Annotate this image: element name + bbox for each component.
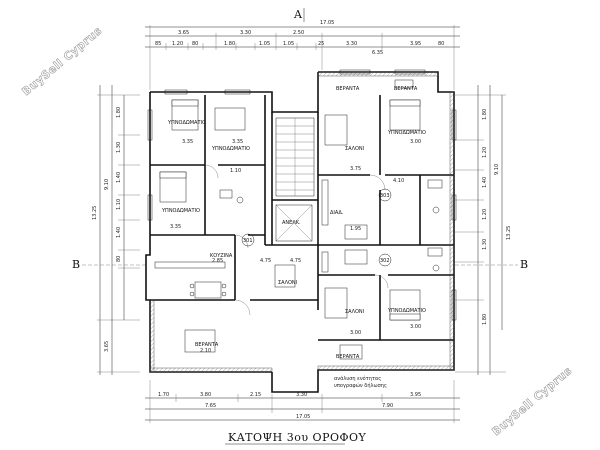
- room-bed-tl: ΥΠΝΟΔΩΜΑΤΙΟ: [167, 120, 206, 126]
- watermark-bottom-right: BuySell Cyprus: [490, 364, 575, 438]
- room-living-br: ΣΑΛΟΝΙ: [345, 309, 364, 315]
- top-sub-6: 1.05: [283, 41, 294, 47]
- top-sub-3: 80: [192, 41, 198, 47]
- right-dim-4: 1.20: [482, 209, 488, 220]
- stair-note: ανάλυση ενότητας υπογραφών δήλωσης: [334, 375, 387, 389]
- room-dim-1: 3.35: [182, 139, 193, 145]
- left-dim-2: 1.30: [116, 142, 122, 153]
- bottom-dim-1: 1.70: [158, 392, 169, 398]
- room-bed-tr: ΥΠΝΟΔΩΜΑΤΙΟ: [387, 130, 426, 136]
- left-dim-7: 3.65: [104, 341, 110, 352]
- section-mark-b-left: B: [72, 258, 80, 271]
- bottom-dimensions: 1.70 3.80 2.15 3.30 3.95 7.65 7.90 17.05: [145, 380, 460, 423]
- left-total-1: 9.10: [104, 179, 110, 190]
- top-sub-5: 1.05: [259, 41, 270, 47]
- top-dim-5: 3.95: [410, 41, 421, 47]
- balconies: [149, 71, 455, 373]
- furniture: [154, 79, 443, 360]
- drawing-title: ΚΑΤΟΨΗ 3ου ΟΡΟΦΟΥ: [228, 431, 367, 444]
- room-dim-5: 3.00: [410, 139, 421, 145]
- top-sub-7: 25: [318, 41, 324, 47]
- left-total-2: 13.25: [92, 206, 98, 220]
- room-lift: ΑΝΕΛΚ.: [282, 220, 301, 226]
- room-living-l: ΣΑΛΟΝΙ: [278, 280, 297, 286]
- right-dim-6: 1.80: [482, 314, 488, 325]
- top-dim-4: 3.30: [346, 41, 357, 47]
- room-dim-8: 3.00: [350, 330, 361, 336]
- top-sub-2: 1.20: [172, 41, 183, 47]
- unit-302: 302: [380, 258, 390, 264]
- right-total-1: 9.10: [494, 164, 500, 175]
- unit-303: 303: [380, 193, 390, 199]
- top-total: 17.05: [320, 20, 334, 26]
- bottom-dim-2: 3.80: [200, 392, 211, 398]
- unit-301: 301: [243, 238, 253, 244]
- room-dim-7: 4.10: [393, 178, 404, 184]
- bottom-dim-5: 3.95: [410, 392, 421, 398]
- left-dimensions: 1.80 1.30 1.40 1.10 1.40 80 3.65 9.10 13…: [72, 85, 145, 375]
- room-kitchen-l: ΚΟΥΖΙΝΑ: [210, 253, 233, 259]
- room-dim-6: 3.00: [410, 324, 421, 330]
- room-dim-14: 1.10: [230, 168, 241, 174]
- building-outline: [145, 71, 455, 393]
- left-dim-4: 1.10: [116, 199, 122, 210]
- room-dim-13: 2.10: [200, 348, 211, 354]
- bottom-total: 17.05: [296, 414, 310, 420]
- left-dim-3: 1.40: [116, 172, 122, 183]
- room-dim-2: 3.35: [170, 224, 181, 230]
- room-dim-4: 3.75: [350, 166, 361, 172]
- room-living-tr: ΣΑΛΟΝΙ: [345, 146, 364, 152]
- room-dim-11: 4.75: [260, 258, 271, 264]
- room-dim-3: 3.35: [232, 139, 243, 145]
- note-line-2: υπογραφών δήλωσης: [334, 382, 387, 389]
- bottom-sub-1: 7.65: [205, 403, 216, 409]
- room-bed-tl2: ΥΠΝΟΔΩΜΑΤΙΟ: [211, 146, 250, 152]
- room-labels: ΥΠΝΟΔΩΜΑΤΙΟ ΥΠΝΟΔΩΜΑΤΙΟ ΥΠΝΟΔΩΜΑΤΙΟ ΚΟΥΖ…: [161, 86, 426, 360]
- bottom-dim-4: 3.30: [296, 392, 307, 398]
- top-sub-1: 85: [155, 41, 161, 47]
- watermark-top-left: BuySell Cyprus: [20, 24, 105, 98]
- unit-numbers: 301 302 303: [241, 188, 392, 267]
- section-mark-b-right: B: [520, 258, 528, 271]
- room-bed-ml: ΥΠΝΟΔΩΜΑΤΙΟ: [161, 208, 200, 214]
- room-dimensions: 3.35 3.35 3.35 3.75 3.00 3.00 4.10 3.00 …: [170, 139, 421, 354]
- room-veranda-l: ΒΕΡΑΝΤΑ: [195, 342, 219, 348]
- right-dim-5: 1.30: [482, 239, 488, 250]
- note-line-1: ανάλυση ενότητας: [334, 375, 381, 382]
- right-dim-1: 1.80: [482, 109, 488, 120]
- room-veranda-tr2: ΒΕΡΑΝΤΑ: [394, 86, 418, 92]
- room-dim-10: 4.75: [290, 258, 301, 264]
- room-dim-12: 2.85: [212, 258, 223, 264]
- top-sub-4: 1.80: [224, 41, 235, 47]
- right-dim-3: 1.40: [482, 177, 488, 188]
- left-dim-5: 1.40: [116, 227, 122, 238]
- room-veranda-br: ΒΕΡΑΝΤΑ: [336, 354, 360, 360]
- bottom-sub-2: 7.90: [382, 403, 393, 409]
- top-sub-8: 6.35: [372, 50, 383, 56]
- windows: [147, 69, 457, 321]
- top-dimensions: 3.65 3.30 2.50 3.30 3.95 85 1.20 80 1.80…: [145, 8, 460, 90]
- top-dim-3: 2.50: [293, 30, 304, 36]
- top-dim-2: 3.30: [240, 30, 251, 36]
- top-sub-9: 80: [438, 41, 444, 47]
- section-mark-a: A: [293, 8, 303, 21]
- right-dim-2: 1.20: [482, 147, 488, 158]
- top-dim-1: 3.65: [178, 30, 189, 36]
- room-bed-br: ΥΠΝΟΔΩΜΑΤΙΟ: [387, 308, 426, 314]
- room-lobby: ΔΙΑΔ.: [330, 210, 344, 216]
- right-total-2: 13.25: [506, 226, 512, 240]
- bottom-dim-3: 2.15: [250, 392, 261, 398]
- right-dimensions: 1.80 1.20 1.40 1.20 1.30 1.80 9.10 13.25…: [455, 85, 528, 375]
- room-veranda-tr: ΒΕΡΑΝΤΑ: [336, 86, 360, 92]
- left-dim-1: 1.80: [116, 107, 122, 118]
- room-dim-9: 1.95: [350, 226, 361, 232]
- staircase: [275, 117, 315, 242]
- left-dim-6: 80: [116, 256, 122, 262]
